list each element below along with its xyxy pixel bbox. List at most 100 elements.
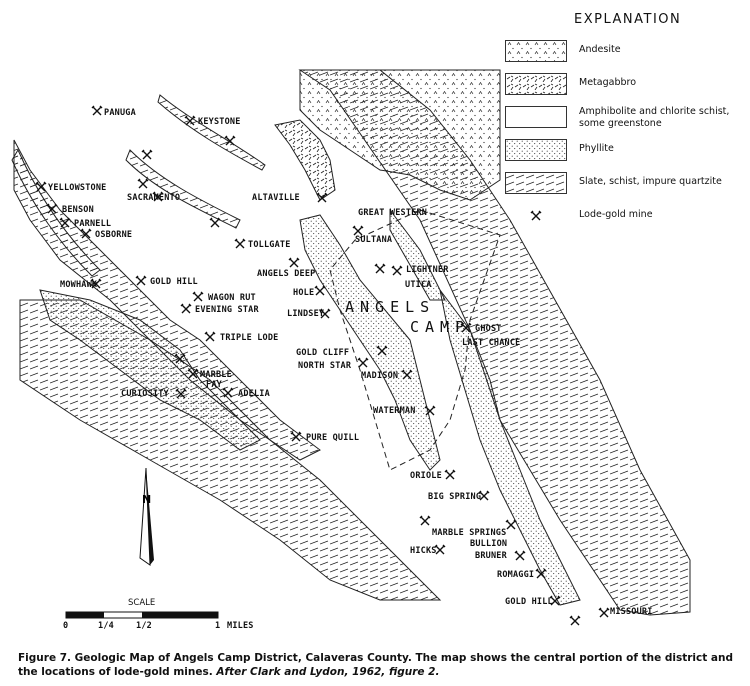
mine-label: YELLOWSTONE [48, 183, 107, 193]
lode-gold-mine-icon [204, 331, 216, 342]
figure-caption: Figure 7. Geologic Map of Angels Camp Di… [18, 651, 738, 679]
mine-label: UTICA [405, 280, 432, 290]
lode-gold-mine-icon [137, 178, 149, 189]
legend-item-amphibolite: Amphibolite and chlorite schist, some gr… [505, 106, 745, 134]
lode-gold-mine-icon [505, 519, 517, 530]
lode-gold-mine-icon [514, 550, 526, 561]
scale-tick: 1/4 [98, 621, 114, 631]
mine-label: MISSOURI [610, 607, 653, 617]
mine-label: ANGELS DEEP [257, 269, 316, 279]
mine-label: MARBLE [200, 370, 232, 380]
mine-label: WAGON RUT [208, 293, 256, 303]
lode-gold-mine-icon [314, 285, 326, 296]
mine-label: LIGHTNER [406, 265, 449, 275]
lode-gold-mine-icon [598, 607, 610, 618]
mine-label: WATERMAN [373, 406, 416, 416]
scale-tick: 0 [63, 621, 68, 631]
lode-gold-mine-icon [180, 303, 192, 314]
mine-label: KEYSTONE [198, 117, 241, 127]
mine-label: LAST CHANCE [462, 338, 521, 348]
mine-label: ORIOLE [410, 471, 442, 481]
lode-gold-mine-icon [288, 257, 300, 268]
phyllite-swatch [505, 139, 567, 161]
legend-label: Phyllite [579, 143, 614, 154]
scale-tick: 1/2 [136, 621, 152, 631]
north-label: N [142, 493, 151, 506]
scale-bar: 0 1/4 1/2 1 MILES [63, 611, 254, 631]
mine-label: SACRAMENTO [127, 193, 180, 203]
mine-labels: PANUGA KEYSTONE YELLOWSTONE BENSON PARNE… [48, 108, 653, 617]
town-boundary [329, 209, 501, 471]
lode-gold-mine-icon [444, 469, 456, 480]
lode-gold-mine-icon [374, 263, 386, 274]
mine-label: GREAT WESTERN [358, 208, 427, 218]
mine-label: GOLD HILL [150, 277, 198, 287]
mine-label: BULLION [470, 539, 507, 549]
mine-label: EVENING STAR [195, 305, 259, 315]
caption-source: After Clark and Lydon, 1962, figure 2. [216, 666, 440, 678]
mine-label: MADISON [361, 371, 398, 381]
mine-label: LINDSEY [287, 309, 325, 319]
mine-label: MOWHAWK [60, 280, 98, 290]
legend-item-mine: Lode-gold mine [505, 205, 745, 233]
mine-label: SULTANA [355, 235, 392, 245]
mine-label: HOLE [293, 288, 314, 298]
lode-gold-mine-icon [391, 265, 403, 276]
lode-gold-mine-icon [135, 275, 147, 286]
legend-label: Metagabbro [579, 77, 637, 88]
metagabbro-swatch [505, 73, 567, 95]
mine-label: BENSON [62, 205, 94, 215]
scale-title: SCALE [128, 598, 156, 608]
mine-label: TRIPLE LODE [220, 333, 279, 343]
town-label-camp: CAMP [410, 318, 470, 336]
phyllite-units [39, 208, 581, 606]
lode-gold-mine-icon [91, 105, 103, 116]
mine-label: FAY [206, 380, 223, 390]
lode-gold-mine-icon [192, 291, 204, 302]
lode-gold-mine-icon [530, 210, 542, 221]
metagabbro-unit [274, 119, 336, 201]
mine-label: OSBORNE [95, 230, 132, 240]
andesite-unit [299, 69, 501, 201]
legend-item-phyllite: Phyllite [505, 139, 745, 167]
caption-main: Figure 7. Geologic Map of Angels Camp Di… [18, 652, 733, 678]
scale-unit: MILES [227, 621, 254, 631]
mine-label: HICKS [410, 546, 437, 556]
legend-item-andesite: Andesite [505, 40, 745, 68]
lode-gold-mine-icon [352, 225, 364, 236]
mine-label: PURE QUILL [306, 433, 359, 443]
amphibolite-swatch [505, 106, 567, 128]
mine-label: GOLD CLIFF [296, 348, 349, 358]
mine-label: GOLD HILL [505, 597, 553, 607]
north-arrow: N [139, 467, 154, 566]
mine-label: BRUNER [475, 551, 508, 561]
lode-gold-mine-icon [209, 217, 221, 228]
town-label-angels: ANGELS [345, 298, 435, 316]
legend-label: Slate, schist, impure quartzite [579, 176, 722, 187]
mine-label: ALTAVILLE [252, 193, 300, 203]
legend-item-metagabbro: Metagabbro [505, 73, 745, 101]
north-arrow-icon [146, 468, 154, 565]
legend-label: Amphibolite and chlorite schist, some gr… [579, 106, 730, 129]
legend-title: EXPLANATION [574, 12, 682, 27]
mine-label: TOLLGATE [248, 240, 291, 250]
slate-swatch [505, 172, 567, 194]
slate-units [13, 69, 691, 616]
mine-label: PARNELL [74, 219, 111, 229]
mine-label: NORTH STAR [298, 361, 352, 371]
andesite-swatch [505, 40, 567, 62]
mine-label: ROMAGGI [497, 570, 534, 580]
lode-gold-mine-icon [357, 357, 369, 368]
mine-label: BIG SPRING [428, 492, 481, 502]
legend-item-slate: Slate, schist, impure quartzite [505, 172, 745, 200]
legend-label: Andesite [579, 44, 621, 55]
lode-gold-mine-icon [141, 149, 153, 160]
mine-label: PANUGA [104, 108, 136, 118]
lode-gold-mine-icon [234, 238, 246, 249]
mine-label: ADELIA [238, 389, 270, 399]
lode-gold-mine-icon [569, 615, 581, 626]
scale-tick: 1 [215, 621, 220, 631]
lode-gold-mine-icon [419, 515, 431, 526]
mine-label: GHOST [475, 324, 502, 334]
